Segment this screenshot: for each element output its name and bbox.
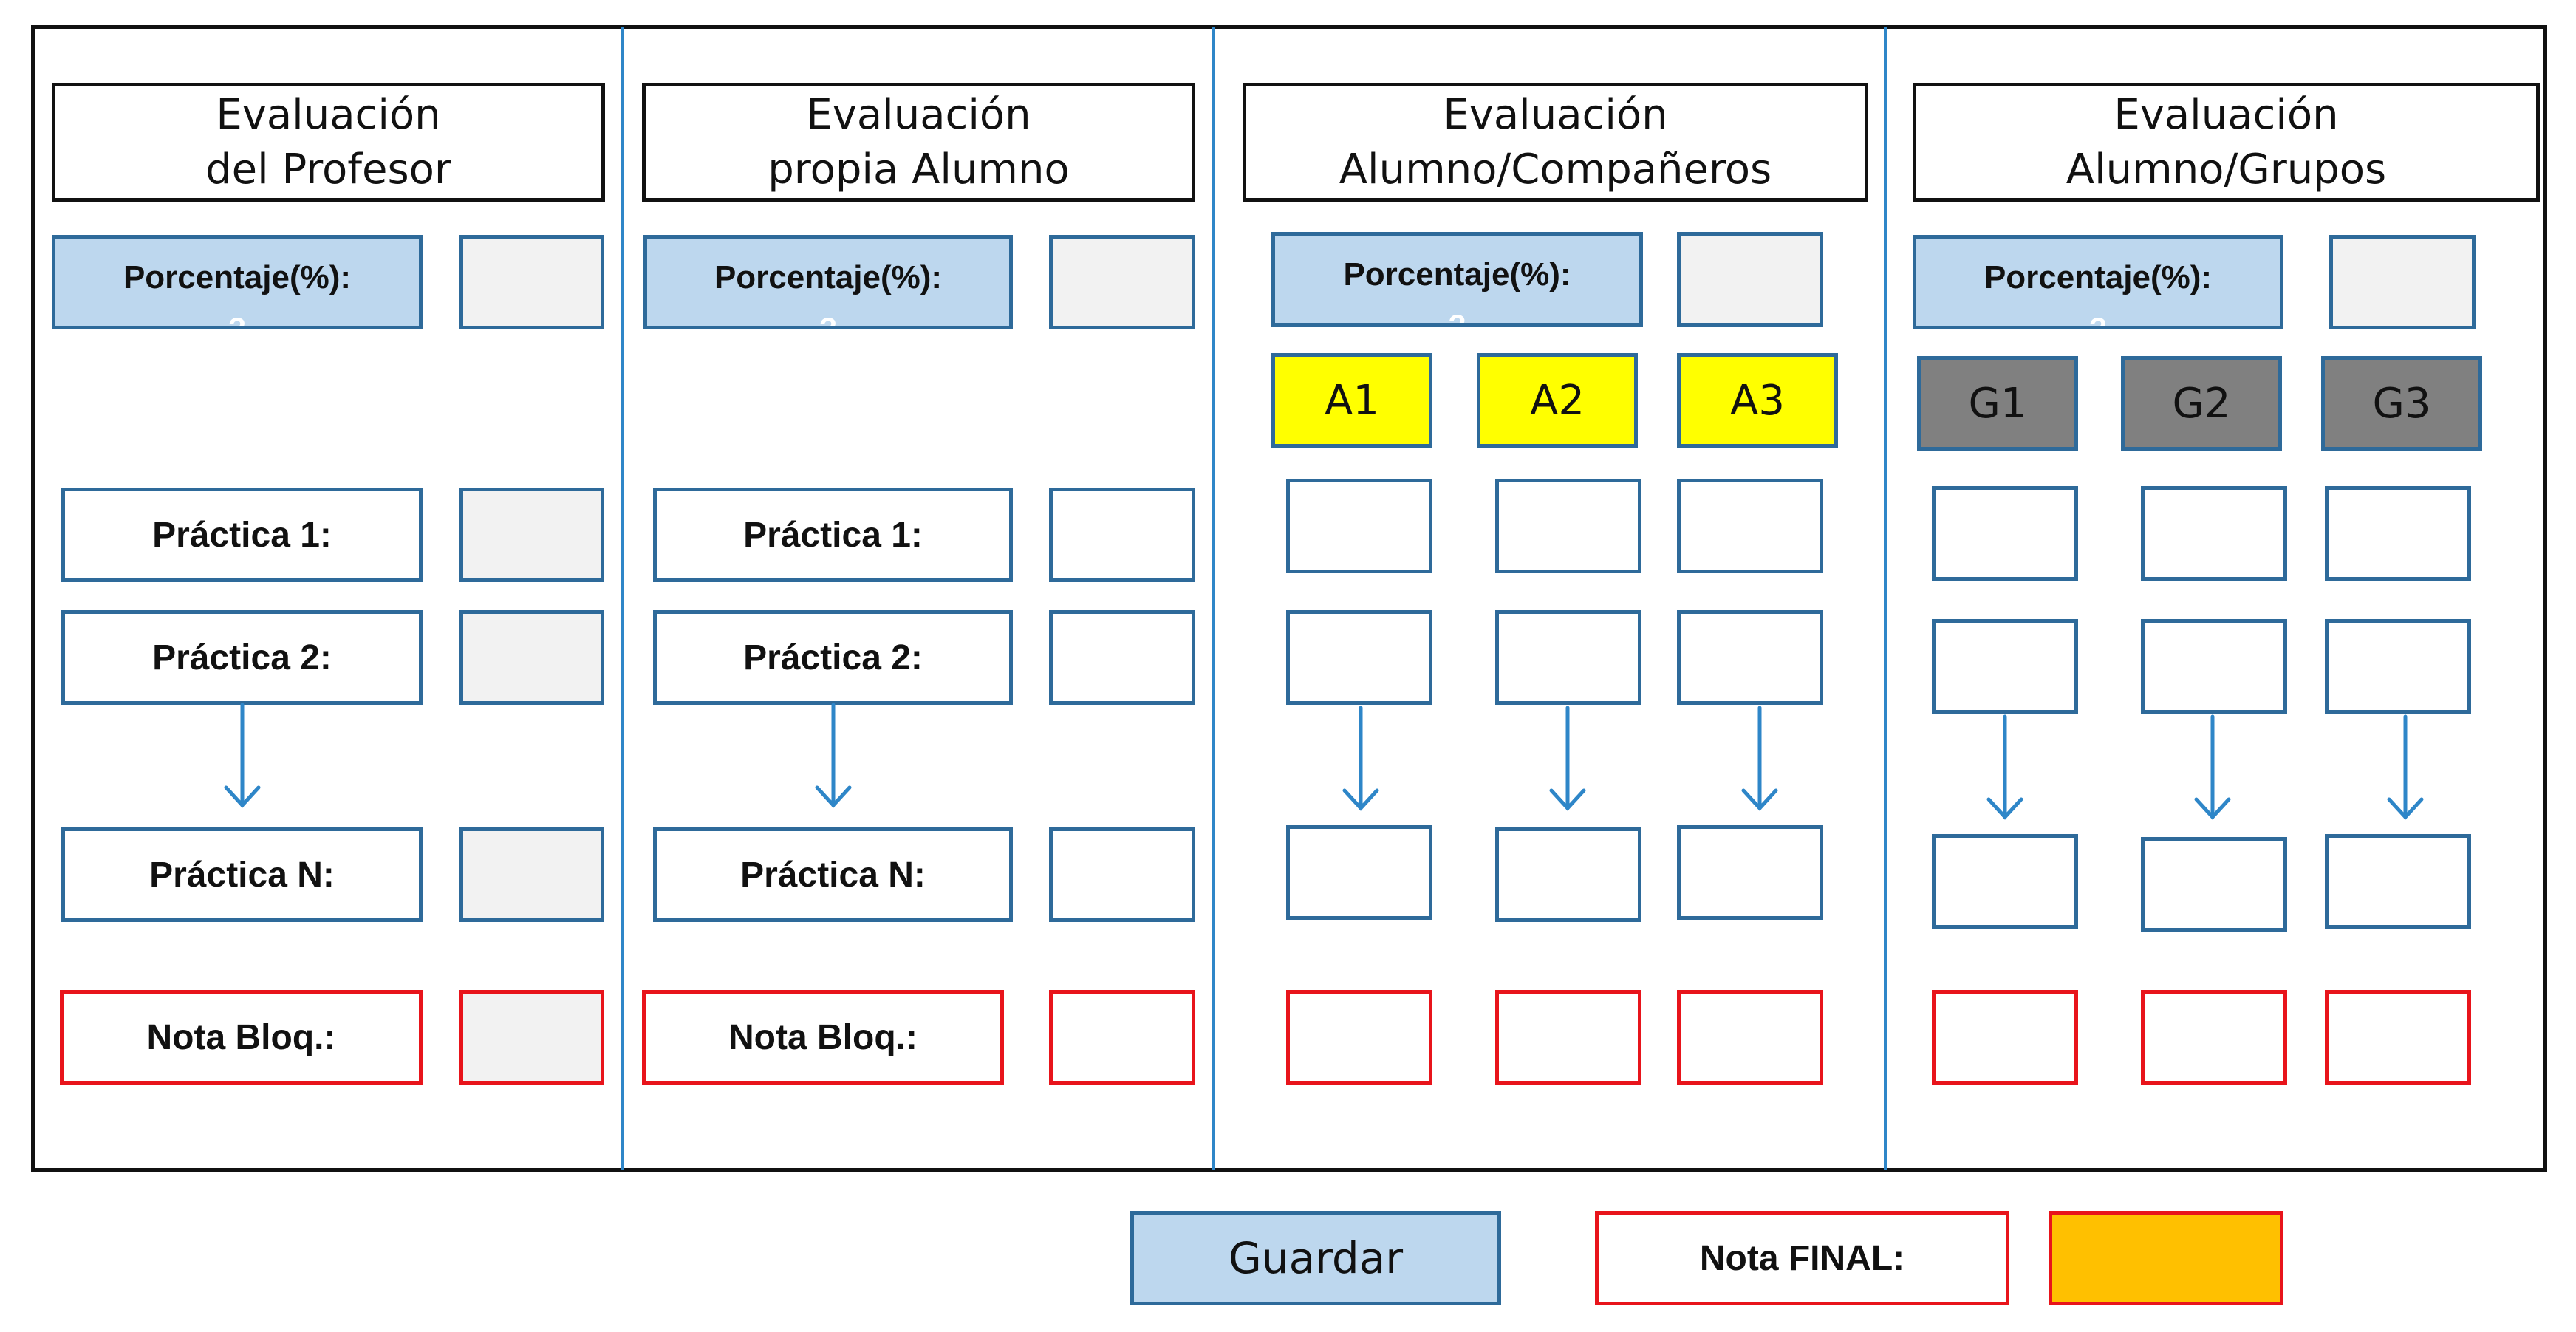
- nota-bloq-input-propia[interactable]: [1049, 990, 1195, 1085]
- grupo-g2-header: G2: [2121, 356, 2282, 451]
- porcentaje-suffix: ?: [228, 312, 247, 329]
- header-evaluacion-alumno-companeros: Evaluación Alumno/Compañeros: [1243, 83, 1868, 202]
- g2-practica-n-input[interactable]: [2141, 837, 2287, 932]
- nota-bloq-label-profesor: Nota Bloq.:: [60, 990, 423, 1085]
- alumno-a1-header: A1: [1271, 353, 1432, 448]
- g2-practica-2-input[interactable]: [2141, 619, 2287, 714]
- nota-bloq-input-profesor[interactable]: [459, 990, 604, 1085]
- g1-nota-bloq-input[interactable]: [1932, 990, 2078, 1085]
- porcentaje-label-propia: Porcentaje(%): ?: [643, 235, 1013, 329]
- g2-practica-1-input[interactable]: [2141, 486, 2287, 581]
- a1-practica-2-input[interactable]: [1286, 610, 1432, 705]
- a3-practica-1-input[interactable]: [1677, 479, 1823, 573]
- porcentaje-suffix: ?: [1448, 310, 1466, 327]
- g3-practica-n-input[interactable]: [2325, 834, 2471, 929]
- arrow-down-icon: [2387, 714, 2424, 820]
- header-evaluacion-alumno-grupos: Evaluación Alumno/Grupos: [1913, 83, 2540, 202]
- porcentaje-input-grupos[interactable]: [2329, 235, 2476, 329]
- practica-1-input-propia[interactable]: [1049, 488, 1195, 582]
- alumno-a2-header: A2: [1477, 353, 1638, 448]
- porcentaje-input-propia[interactable]: [1049, 235, 1195, 329]
- a1-practica-n-input[interactable]: [1286, 825, 1432, 920]
- porcentaje-suffix: ?: [2088, 312, 2108, 329]
- arrow-down-icon: [815, 703, 852, 808]
- porcentaje-suffix: ?: [819, 312, 838, 329]
- practica-2-input-profesor[interactable]: [459, 610, 604, 705]
- practica-n-label-profesor: Práctica N:: [61, 827, 423, 922]
- header-evaluacion-propia-alumno: Evaluación propia Alumno: [642, 83, 1195, 202]
- alumno-a3-header: A3: [1677, 353, 1838, 448]
- g3-practica-1-input[interactable]: [2325, 486, 2471, 581]
- practica-2-input-propia[interactable]: [1049, 610, 1195, 705]
- porcentaje-label-text: Porcentaje(%):: [714, 259, 943, 296]
- arrow-down-icon: [2194, 714, 2231, 820]
- grupo-g1-header: G1: [1917, 356, 2078, 451]
- g3-practica-2-input[interactable]: [2325, 619, 2471, 714]
- practica-n-label-propia: Práctica N:: [653, 827, 1013, 922]
- practica-1-label-profesor: Práctica 1:: [61, 488, 423, 582]
- nota-final-value: [2049, 1211, 2283, 1305]
- section-divider: [1212, 27, 1215, 1170]
- porcentaje-label-text: Porcentaje(%):: [1343, 256, 1571, 293]
- arrow-down-icon: [224, 703, 261, 808]
- g1-practica-1-input[interactable]: [1932, 486, 2078, 581]
- a1-nota-bloq-input[interactable]: [1286, 990, 1432, 1085]
- practica-n-input-profesor[interactable]: [459, 827, 604, 922]
- practica-2-label-profesor: Práctica 2:: [61, 610, 423, 705]
- porcentaje-label-profesor: Porcentaje(%): ?: [52, 235, 423, 329]
- practica-1-label-propia: Práctica 1:: [653, 488, 1013, 582]
- a2-practica-2-input[interactable]: [1495, 610, 1641, 705]
- g1-practica-n-input[interactable]: [1932, 834, 2078, 929]
- header-evaluacion-profesor: Evaluación del Profesor: [52, 83, 605, 202]
- g3-nota-bloq-input[interactable]: [2325, 990, 2471, 1085]
- g1-practica-2-input[interactable]: [1932, 619, 2078, 714]
- porcentaje-label-grupos: Porcentaje(%): ?: [1913, 235, 2283, 329]
- a3-practica-n-input[interactable]: [1677, 825, 1823, 920]
- grupo-g3-header: G3: [2321, 356, 2482, 451]
- arrow-down-icon: [1342, 706, 1379, 811]
- g2-nota-bloq-input[interactable]: [2141, 990, 2287, 1085]
- porcentaje-label-text: Porcentaje(%):: [123, 259, 352, 296]
- a2-practica-1-input[interactable]: [1495, 479, 1641, 573]
- a1-practica-1-input[interactable]: [1286, 479, 1432, 573]
- a3-practica-2-input[interactable]: [1677, 610, 1823, 705]
- practica-1-input-profesor[interactable]: [459, 488, 604, 582]
- evaluation-panel-frame: [31, 25, 2547, 1172]
- arrow-down-icon: [1986, 714, 2023, 820]
- a2-practica-n-input[interactable]: [1495, 827, 1641, 922]
- a2-nota-bloq-input[interactable]: [1495, 990, 1641, 1085]
- section-divider: [621, 27, 624, 1170]
- practica-2-label-propia: Práctica 2:: [653, 610, 1013, 705]
- guardar-button[interactable]: Guardar: [1130, 1211, 1501, 1305]
- porcentaje-label-text: Porcentaje(%):: [1984, 259, 2213, 296]
- practica-n-input-propia[interactable]: [1049, 827, 1195, 922]
- arrow-down-icon: [1549, 706, 1586, 811]
- porcentaje-label-companeros: Porcentaje(%): ?: [1271, 232, 1643, 327]
- porcentaje-input-profesor[interactable]: [459, 235, 604, 329]
- nota-bloq-label-propia: Nota Bloq.:: [642, 990, 1004, 1085]
- porcentaje-input-companeros[interactable]: [1677, 232, 1823, 327]
- arrow-down-icon: [1741, 706, 1778, 811]
- section-divider: [1884, 27, 1887, 1170]
- nota-final-label: Nota FINAL:: [1595, 1211, 2009, 1305]
- a3-nota-bloq-input[interactable]: [1677, 990, 1823, 1085]
